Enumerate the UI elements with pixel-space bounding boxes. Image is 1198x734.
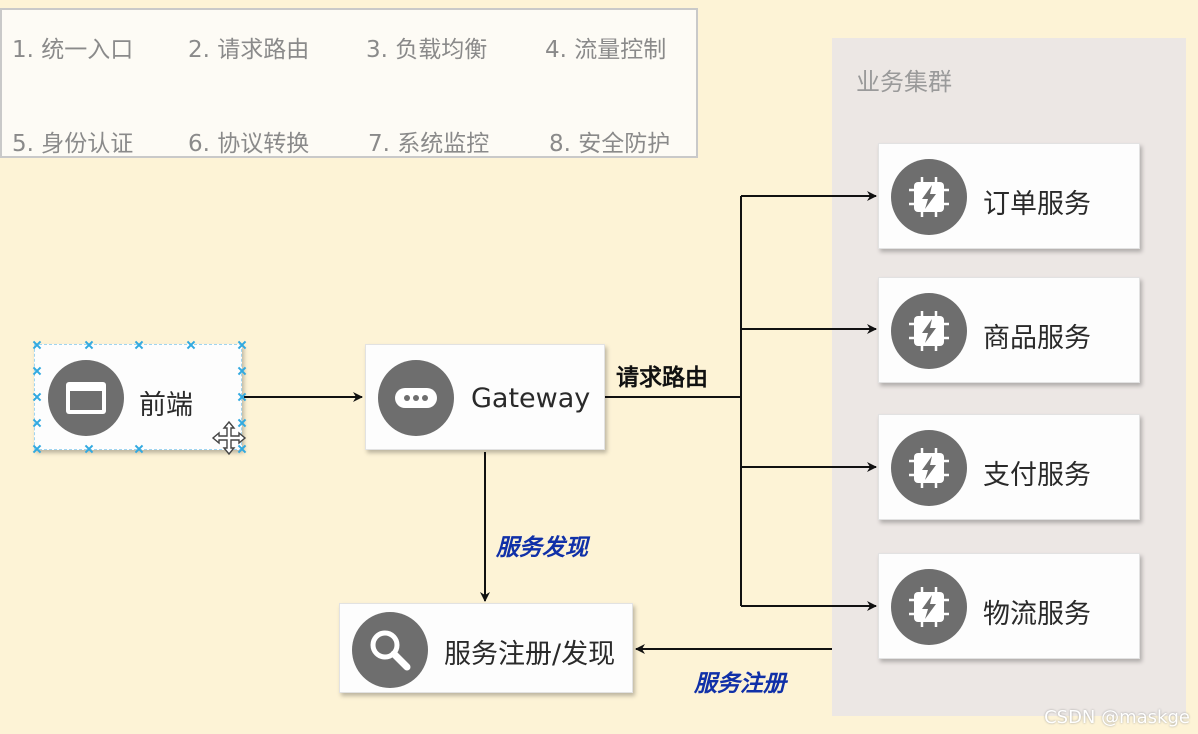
node-label: 商品服务 bbox=[983, 323, 1091, 354]
ellipsis-icon bbox=[378, 360, 454, 436]
node-label: 订单服务 bbox=[983, 189, 1091, 220]
selection-handle[interactable] bbox=[186, 340, 196, 350]
microchip-lightning-icon bbox=[891, 293, 967, 369]
feature-item: 8. 安全防护 bbox=[549, 131, 671, 157]
feature-item: 4. 流量控制 bbox=[545, 37, 667, 63]
node-label: 服务注册/发现 bbox=[444, 639, 616, 670]
node-logistics-service[interactable]: 物流服务 bbox=[878, 553, 1140, 659]
selection-handle[interactable] bbox=[32, 418, 42, 428]
node-label: 物流服务 bbox=[983, 599, 1091, 630]
selection-handle[interactable] bbox=[32, 366, 42, 376]
feature-item: 7. 系统监控 bbox=[368, 131, 490, 157]
selection-handle[interactable] bbox=[237, 340, 247, 350]
edge-label-routing: 请求路由 bbox=[616, 365, 708, 391]
selection-handle[interactable] bbox=[237, 366, 247, 376]
feature-item: 6. 协议转换 bbox=[188, 131, 310, 157]
edge-label-registration: 服务注册 bbox=[694, 671, 786, 697]
edge-label-discovery: 服务发现 bbox=[496, 535, 588, 561]
node-registry[interactable]: 服务注册/发现 bbox=[339, 603, 633, 693]
feature-item: 5. 身份认证 bbox=[12, 131, 134, 157]
node-label: Gateway bbox=[471, 383, 591, 414]
selection-handle[interactable] bbox=[84, 340, 94, 350]
selection-handle[interactable] bbox=[134, 444, 144, 454]
selection-handle[interactable] bbox=[32, 444, 42, 454]
selection-handle[interactable] bbox=[84, 444, 94, 454]
selection-handle[interactable] bbox=[134, 340, 144, 350]
selection-handle[interactable] bbox=[32, 392, 42, 402]
selection-handle[interactable] bbox=[237, 392, 247, 402]
node-payment-service[interactable]: 支付服务 bbox=[878, 414, 1140, 520]
feature-list: 1. 统一入口 2. 请求路由 3. 负载均衡 4. 流量控制 5. 身份认证 … bbox=[0, 8, 698, 158]
magnifier-icon bbox=[352, 612, 428, 688]
node-product-service[interactable]: 商品服务 bbox=[878, 277, 1140, 383]
move-cursor-icon bbox=[211, 420, 247, 456]
cluster-title: 业务集群 bbox=[856, 68, 952, 96]
node-label: 支付服务 bbox=[983, 460, 1091, 491]
feature-item: 2. 请求路由 bbox=[188, 37, 310, 63]
watermark: CSDN @maskge bbox=[1044, 707, 1190, 728]
node-label: 前端 bbox=[139, 390, 193, 421]
feature-item: 1. 统一入口 bbox=[12, 37, 134, 63]
microchip-lightning-icon bbox=[891, 159, 967, 235]
node-order-service[interactable]: 订单服务 bbox=[878, 143, 1140, 249]
window-icon bbox=[48, 360, 124, 436]
microchip-lightning-icon bbox=[891, 430, 967, 506]
selection-handle[interactable] bbox=[32, 340, 42, 350]
feature-item: 3. 负载均衡 bbox=[366, 37, 488, 63]
microchip-lightning-icon bbox=[891, 569, 967, 645]
node-gateway[interactable]: Gateway bbox=[365, 344, 605, 450]
